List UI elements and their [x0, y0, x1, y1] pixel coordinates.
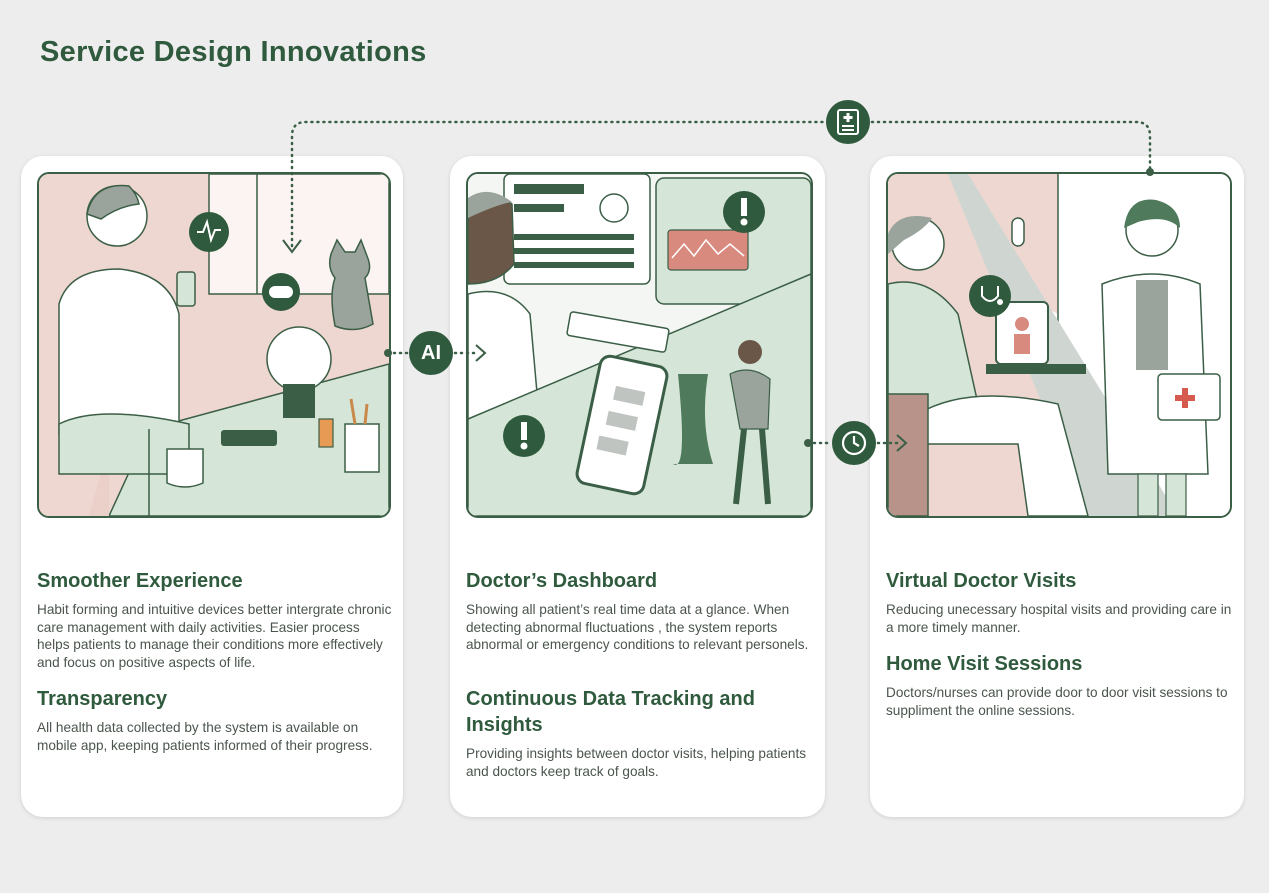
- text-transparency: All health data collected by the system …: [37, 720, 373, 753]
- heading-home-visit-sessions: Home Visit Sessions: [886, 653, 1083, 675]
- heading-transparency: Transparency: [37, 688, 168, 710]
- illustration-doctor-dashboard: [466, 172, 813, 518]
- arrowhead-right-icon: [896, 434, 908, 452]
- dotted-line-record-to-card3: [870, 120, 1152, 174]
- text-continuous-tracking: Providing insights between doctor visits…: [466, 746, 807, 779]
- medical-record-icon: [826, 100, 870, 144]
- section-smoother-experience: Smoother Experience Habit forming and in…: [37, 568, 393, 671]
- connector-dot: [1146, 168, 1154, 176]
- section-virtual-doctor-visits: Virtual Doctor Visits Reducing unecessar…: [886, 568, 1234, 636]
- dotted-line-record-to-card1: [290, 120, 828, 248]
- ai-badge: AI: [409, 331, 453, 375]
- clock-icon: [832, 421, 876, 465]
- section-home-visit-sessions: Home Visit Sessions Doctors/nurses can p…: [886, 651, 1234, 719]
- page-title: Service Design Innovations: [40, 36, 427, 68]
- card-smoother-experience: Smoother Experience Habit forming and in…: [21, 156, 403, 817]
- card-virtual-doctor-visits: Virtual Doctor Visits Reducing unecessar…: [870, 156, 1244, 817]
- heading-continuous-tracking: Continuous Data Tracking and Insights: [466, 688, 755, 736]
- illustration-virtual-visit: [886, 172, 1232, 518]
- text-smoother-experience: Habit forming and intuitive devices bett…: [37, 602, 392, 670]
- text-virtual-doctor-visits: Reducing unecessary hospital visits and …: [886, 602, 1232, 635]
- connector-dot: [384, 349, 392, 357]
- heading-doctors-dashboard: Doctor’s Dashboard: [466, 570, 658, 592]
- arrowhead-right-icon: [475, 344, 487, 362]
- arrowhead-down-icon: [282, 239, 302, 254]
- section-doctors-dashboard: Doctor’s Dashboard Showing all patient’s…: [466, 568, 815, 654]
- connector-dot: [804, 439, 812, 447]
- card-doctors-dashboard: Doctor’s Dashboard Showing all patient’s…: [450, 156, 825, 817]
- section-transparency: Transparency All health data collected b…: [37, 686, 393, 754]
- heading-smoother-experience: Smoother Experience: [37, 570, 243, 592]
- text-home-visit-sessions: Doctors/nurses can provide door to door …: [886, 685, 1228, 718]
- heading-virtual-doctor-visits: Virtual Doctor Visits: [886, 570, 1077, 592]
- text-doctors-dashboard: Showing all patient’s real time data at …: [466, 602, 809, 652]
- section-continuous-tracking: Continuous Data Tracking and Insights Pr…: [466, 686, 815, 780]
- illustration-patient-at-home: [37, 172, 391, 518]
